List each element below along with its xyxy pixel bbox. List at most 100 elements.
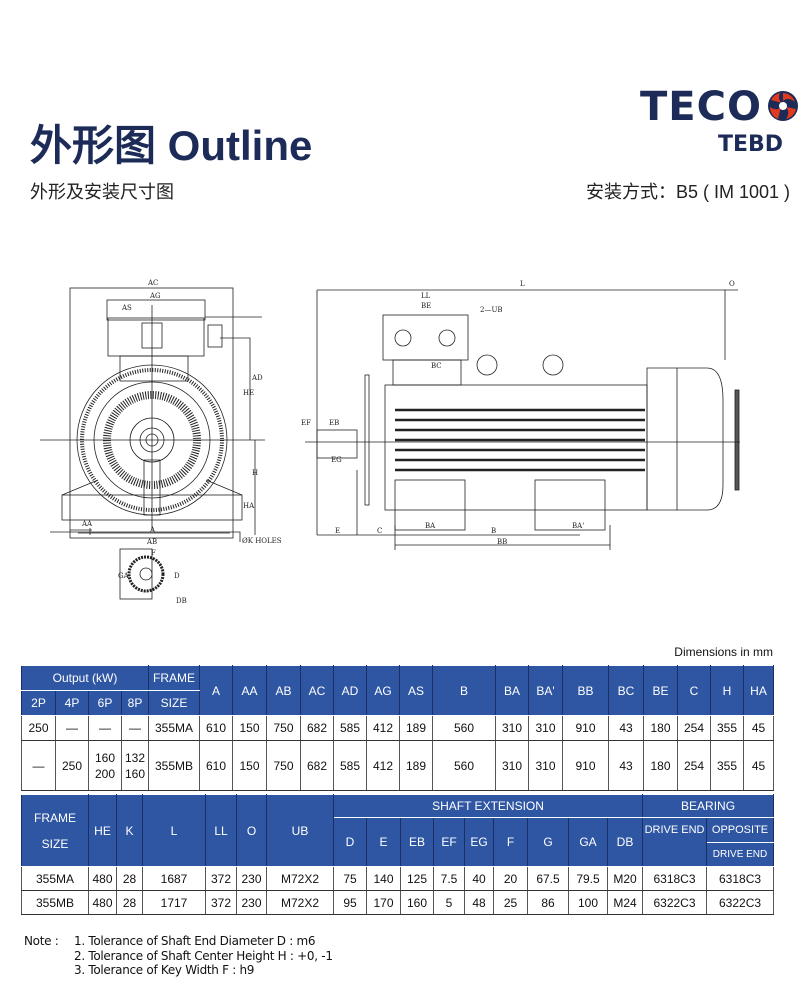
table-cell: 67.5 — [527, 866, 569, 891]
header-bearing: BEARING — [642, 794, 775, 818]
cell-bc: 43 — [608, 715, 644, 741]
header-E: E — [366, 817, 401, 867]
label-AD: AD — [251, 374, 263, 382]
cell-h: 355 — [710, 715, 744, 741]
header-8P: 8P — [121, 690, 149, 716]
table-cell: 6318C3 — [706, 866, 775, 891]
header-D: D — [333, 817, 367, 867]
table-cell: 28 — [116, 890, 143, 915]
table-cell: M20 — [606, 866, 644, 891]
cell-frame: 355MB — [148, 740, 200, 791]
label-LL: LL — [421, 292, 431, 300]
header-A: A — [199, 665, 233, 716]
header-BA-prime: BA' — [528, 665, 563, 716]
cell-ad: 585 — [333, 740, 367, 791]
cell-ha: 45 — [743, 740, 774, 791]
label-AA: AA — [81, 520, 93, 528]
table-cell: 79.5 — [568, 866, 608, 891]
table-cell: 75 — [333, 866, 367, 891]
table-cell: 170 — [366, 890, 401, 915]
table-cell: 40 — [464, 866, 494, 891]
label-AB: AB — [146, 538, 157, 546]
cell-2p: 250 — [21, 715, 56, 741]
label-AS: AS — [121, 304, 132, 312]
header-frame: FRAME — [148, 665, 200, 691]
table-cell: 160 — [400, 890, 434, 915]
cell-4p: — — [55, 715, 89, 741]
header-BB: BB — [562, 665, 609, 716]
units-note: Dimensions in mm — [674, 645, 773, 659]
table-cell: 140 — [366, 866, 401, 891]
notes-label: Note : — [24, 934, 59, 948]
label-AC: AC — [147, 279, 158, 287]
header-G: G — [527, 817, 569, 867]
cell-aa: 150 — [232, 740, 267, 791]
header-BA: BA — [495, 665, 529, 716]
header-output: Output (kW) — [21, 665, 149, 691]
header-frame: FRAME — [34, 810, 76, 825]
cell-value: 132 — [124, 750, 146, 765]
header-EG: EG — [464, 817, 494, 867]
cell-as: 189 — [399, 715, 433, 741]
header-opposite-drive-end: DRIVE END — [706, 842, 775, 867]
label-BE: BE — [421, 302, 431, 310]
header-4P: 4P — [55, 690, 89, 716]
header-shaft-extension: SHAFT EXTENSION — [332, 794, 644, 818]
label-A: A — [149, 526, 156, 534]
header-HE: HE — [88, 794, 117, 867]
header-C: C — [677, 665, 711, 716]
header-EB: EB — [400, 817, 434, 867]
table-cell: 6318C3 — [642, 866, 708, 891]
header-AA: AA — [232, 665, 267, 716]
note-item: 3. Tolerance of Key Width F : h9 — [74, 963, 255, 977]
label-C: C — [377, 527, 382, 535]
cell-value: 160 — [124, 766, 146, 781]
cell-4p: 250 — [55, 740, 89, 791]
header-drive-end: DRIVE END — [642, 817, 708, 867]
cell-ac: 682 — [300, 715, 334, 741]
page-subtitle: 外形及安装尺寸图 — [30, 182, 174, 202]
cell-ba: 310 — [495, 740, 529, 791]
label-HA: HA — [243, 502, 255, 510]
cell-a: 610 — [199, 740, 233, 791]
label-DB: DB — [176, 597, 187, 605]
cell-p6: — — [88, 715, 122, 741]
header-opposite: OPPOSITE — [706, 817, 775, 843]
header-AC: AC — [300, 665, 334, 716]
cell-ba-prime: 310 — [528, 715, 563, 741]
label-UB: 2—UB — [480, 306, 503, 314]
header-DB: DB — [606, 817, 644, 867]
cell-be: 180 — [643, 740, 678, 791]
header-H: H — [710, 665, 744, 716]
logo-swirl-icon — [768, 91, 798, 121]
cell-b: 560 — [432, 715, 496, 741]
cell-aa: 150 — [232, 715, 267, 741]
cell-c: 254 — [677, 715, 711, 741]
header-O: O — [236, 794, 267, 867]
cell-ad: 585 — [333, 715, 367, 741]
table-cell: M24 — [606, 890, 644, 915]
cell-value: 160 — [94, 750, 116, 765]
table-cell: 230 — [236, 866, 267, 891]
header-BE: BE — [643, 665, 678, 716]
label-D: D — [174, 572, 180, 580]
table-cell: 480 — [88, 890, 117, 915]
table-cell: M72X2 — [266, 890, 334, 915]
cell-value: — — [99, 721, 111, 735]
page-title: 外形图 Outline — [30, 122, 313, 169]
cell-ac: 682 — [300, 740, 334, 791]
cell-p8: — — [121, 715, 149, 741]
label-BA: BA — [425, 522, 436, 530]
label-BB: BB — [497, 538, 507, 546]
header-K: K — [116, 794, 143, 867]
mounting-type: 安装方式：B5 ( IM 1001 ) — [585, 182, 790, 202]
cell-ab: 750 — [266, 715, 301, 741]
header-AD: AD — [333, 665, 367, 716]
table-cell: 1687 — [142, 866, 206, 891]
header-L: L — [142, 794, 206, 867]
